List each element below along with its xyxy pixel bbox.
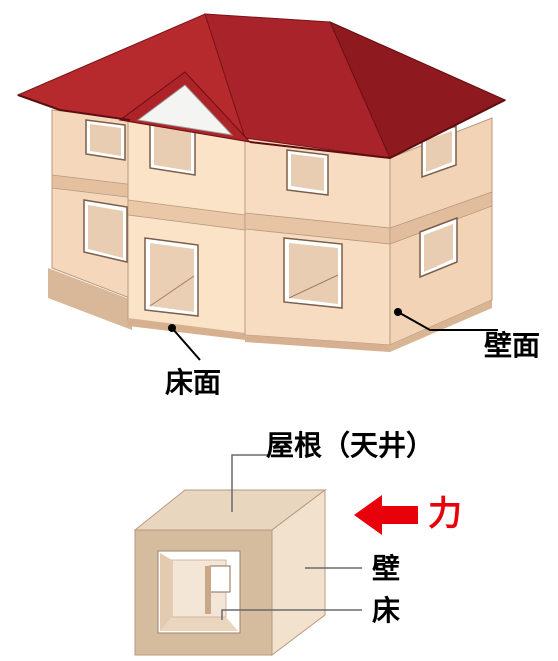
window bbox=[283, 237, 343, 309]
window bbox=[149, 117, 196, 176]
gable-face bbox=[136, 84, 234, 136]
window bbox=[286, 149, 329, 196]
force-arrow bbox=[354, 495, 418, 535]
window bbox=[85, 119, 126, 161]
leader-wall-surface bbox=[394, 308, 498, 331]
box-interior-post bbox=[205, 566, 211, 614]
door bbox=[144, 237, 199, 317]
box-interior-floor bbox=[160, 617, 238, 631]
window bbox=[419, 216, 458, 279]
label-floor-surface: 床面 bbox=[165, 366, 222, 399]
window bbox=[83, 199, 128, 263]
box-interior-window bbox=[209, 565, 231, 593]
leader-floor bbox=[221, 609, 362, 620]
box-interior-left bbox=[160, 553, 172, 631]
house-illustration bbox=[16, 13, 507, 361]
box-model bbox=[133, 454, 418, 657]
label-roof-ceiling: 屋根（天井） bbox=[266, 429, 435, 462]
label-wall-surface: 壁面 bbox=[484, 329, 541, 362]
label-wall: 壁 bbox=[372, 552, 401, 585]
gable-bay-base bbox=[128, 318, 245, 340]
leader-roof-ceiling bbox=[231, 454, 268, 512]
label-force: 力 bbox=[428, 494, 462, 534]
leader-floor-surface bbox=[168, 324, 201, 361]
main-side-floor-band bbox=[389, 191, 493, 245]
main-front-base bbox=[245, 335, 390, 352]
roof-eave-line bbox=[17, 94, 131, 121]
roof-eave-line-right bbox=[249, 99, 506, 160]
label-floor: 床 bbox=[372, 594, 401, 627]
main-side-base bbox=[390, 300, 492, 352]
house-base-shadow bbox=[48, 268, 132, 330]
